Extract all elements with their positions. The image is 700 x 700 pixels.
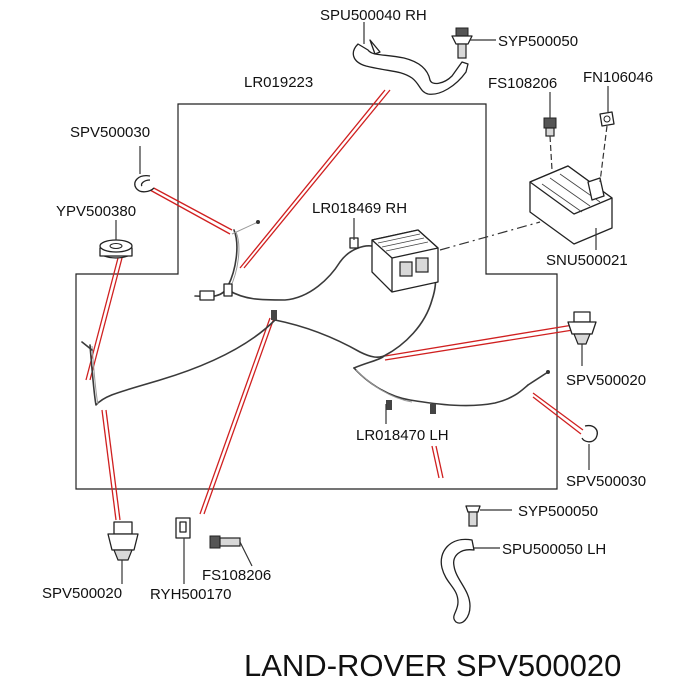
retainer-ryh500170 [175,517,191,539]
clip-spv500020-bottom [107,521,139,561]
cable-lr018470-lh [353,271,550,414]
label-syp500050-bottom: SYP500050 [518,503,598,520]
label-snu500021: SNU500021 [546,252,628,269]
label-fs108206-top: FS108206 [488,75,557,92]
label-fs108206-bottom: FS108206 [202,567,271,584]
nut-fn106046 [599,111,615,127]
label-spv500020-bottom: SPV500020 [42,585,122,602]
label-ryh500170: RYH500170 [150,586,231,603]
label-fn106046: FN106046 [583,69,653,86]
label-ypv500380: YPV500380 [56,203,136,220]
bolt-fs108206-top [543,117,557,137]
clip-spv500030-top [134,175,155,193]
cable-guide-spu500050-lh [440,538,475,624]
label-spv500020-right: SPV500020 [566,372,646,389]
cable-fittings [199,237,359,320]
clip-spv500030-right [581,424,598,443]
label-spu500040-rh: SPU500040 RH [320,7,427,24]
cable-guide-spu500040-rh [352,39,469,95]
bracket-snu500021 [529,165,613,245]
clip-spv500020-right [567,311,597,345]
brand-part-number: LAND-ROVER SPV500020 [244,648,621,683]
module-to-bracket-leader [439,221,541,251]
bolt-fs108206-bottom [209,535,241,549]
grommet-ypv500380 [99,239,133,259]
cable-lr018469-rh [194,220,373,301]
label-lr019223: LR019223 [244,74,313,91]
label-lr018470-lh: LR018470 LH [356,427,449,444]
bolt-syp500050-bottom [465,505,481,527]
label-leaders [115,22,609,584]
bolt-syp500050-top [451,27,473,59]
diagram-frame [75,103,558,490]
label-spu500050-lh: SPU500050 LH [502,541,606,558]
label-syp500050-top: SYP500050 [498,33,578,50]
label-spv500030-right: SPV500030 [566,473,646,490]
label-lr018469-rh: LR018469 RH [312,200,407,217]
reference-lines [85,89,584,521]
park-brake-module [371,229,439,293]
cable-lr019223 [81,319,385,406]
label-spv500030-top: SPV500030 [70,124,150,141]
